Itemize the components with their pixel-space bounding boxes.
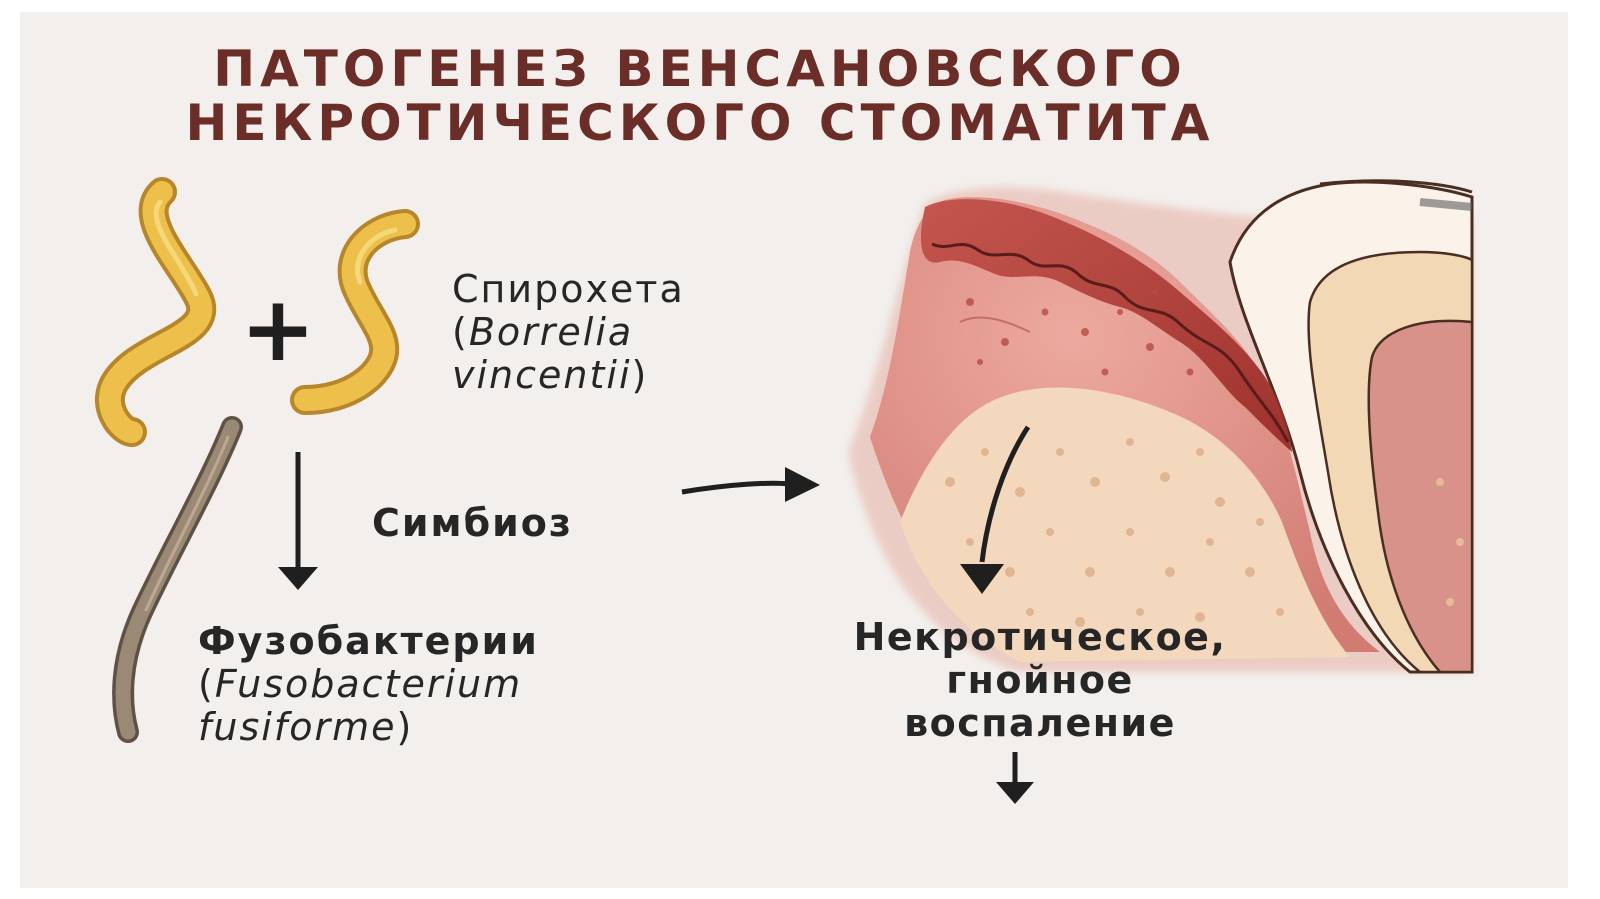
spirochete-latin-line2: vincentii) xyxy=(452,353,649,397)
spirochete-label: Спирохета (Borrelia vincentii) xyxy=(452,268,685,397)
arrow-down-left-head xyxy=(278,567,318,590)
outcome-line-2: гнойное xyxy=(946,658,1134,702)
fusobacteria-name: Фузобактерии xyxy=(198,619,539,663)
symbiosis-label: Симбиоз xyxy=(372,501,573,545)
gum-tooth-illustration xyxy=(848,179,1474,674)
arrow-curved-down-head xyxy=(960,564,1004,594)
fusobacterium-icon xyxy=(112,416,243,743)
title-line-2: НЕКРОТИЧЕСКОГО СТОМАТИТА xyxy=(185,94,1215,152)
arrow-right xyxy=(681,480,791,495)
spirochete-name: Спирохета xyxy=(452,267,685,311)
fusobacteria-latin-line2: fusiforme) xyxy=(198,705,414,749)
fusobacteria-latin-line1: (Fusobacterium xyxy=(198,662,523,706)
outcome-line-1: Некротическое, xyxy=(853,615,1227,659)
arrow-down-bottom-head xyxy=(996,782,1034,804)
spirochete-2-icon xyxy=(290,209,420,415)
fusobacteria-label: Фузобактерии (Fusobacterium fusiforme) xyxy=(198,620,539,749)
spirochete-latin-line1: (Borrelia xyxy=(452,310,634,354)
arrow-curved-down xyxy=(979,425,1031,563)
plus-sign: + xyxy=(240,277,315,382)
spirochete-1-icon xyxy=(94,177,217,447)
outcome-label: Некротическое, гнойное воспаление xyxy=(780,616,1300,745)
outcome-line-3: воспаление xyxy=(904,701,1176,745)
arrow-right-head xyxy=(785,467,820,502)
diagram-canvas: ПАТОГЕНЕЗ ВЕНСАНОВСКОГО НЕКРОТИЧЕСКОГО С… xyxy=(20,12,1568,888)
illustration: + xyxy=(94,177,1474,804)
title-line-1: ПАТОГЕНЕЗ ВЕНСАНОВСКОГО xyxy=(213,40,1187,98)
